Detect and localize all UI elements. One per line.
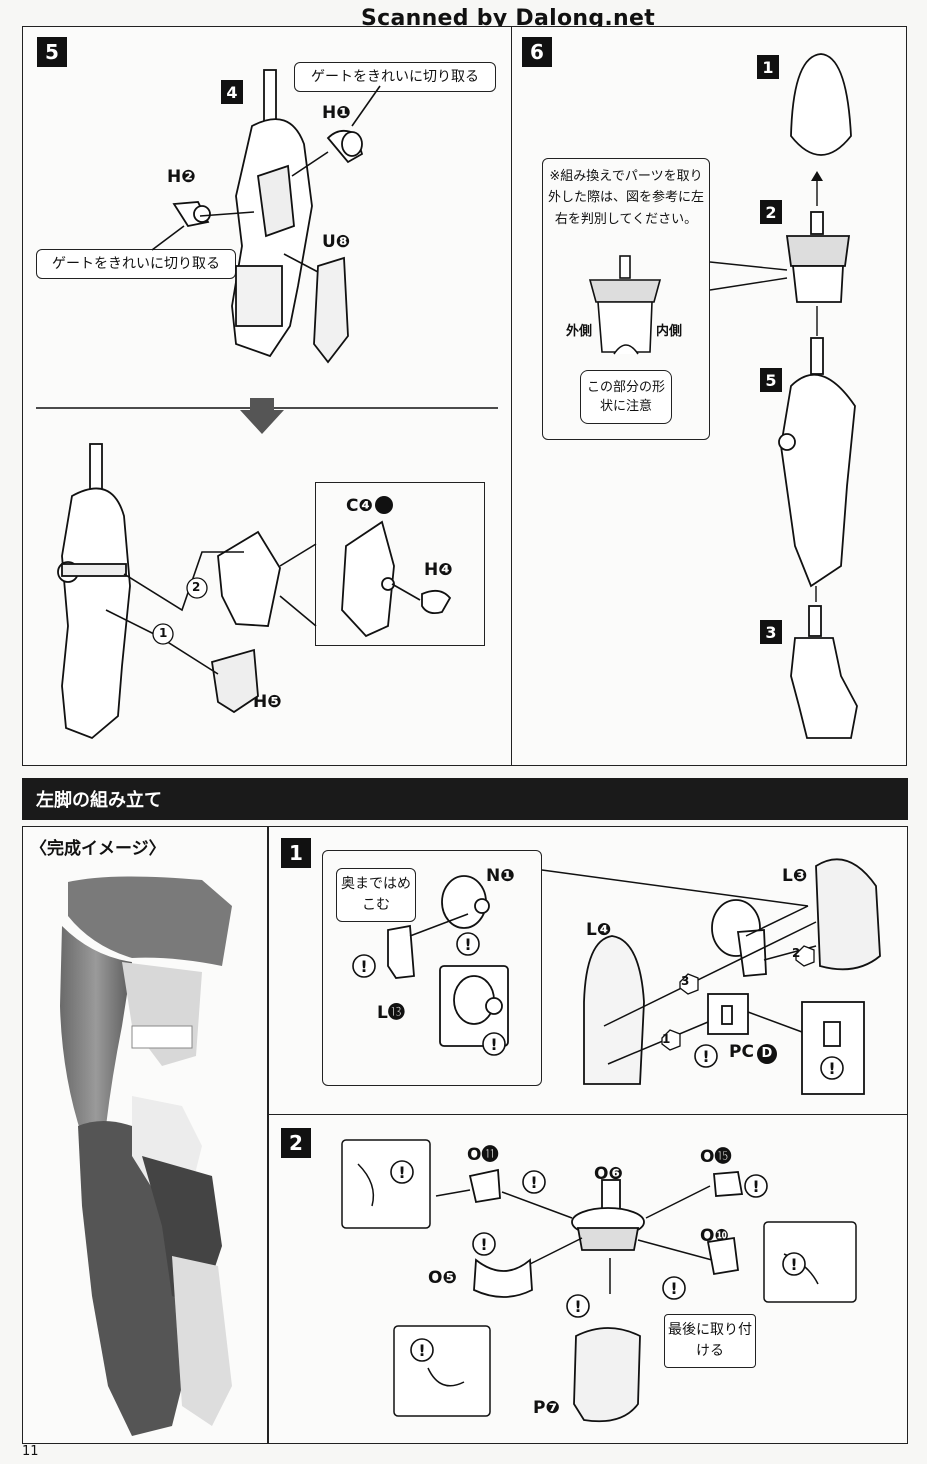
page-number: 11 (22, 1444, 39, 1459)
order-2-label: 2 (192, 580, 201, 594)
part-h1-label: H❶ (322, 103, 351, 123)
warning-icon: ! (702, 1047, 709, 1066)
part-n1-label: N❶ (486, 866, 515, 886)
shape-note: この部分の形状に注意 (580, 370, 672, 424)
inner-side-label: 内側 (656, 324, 683, 339)
warning-icon: ! (790, 1255, 797, 1274)
leg-stack-diagram (709, 53, 858, 739)
step6-note: ※組み換えでパーツを取り外した際は、図を参考に左右を判別してください。 (548, 169, 705, 227)
step6-sub-5: 5 (760, 368, 782, 392)
part-l4-label: L❹ (586, 920, 612, 940)
warning-icon: ! (464, 935, 471, 954)
step5-number: 5 (37, 37, 67, 67)
leg-armor-upper-diagram (36, 69, 498, 434)
step5-substep: 4 (221, 80, 243, 104)
warning-icon: ! (752, 1177, 759, 1196)
part-o11-label: O⓫ (467, 1145, 499, 1165)
section-header: 左脚の組み立て (22, 778, 908, 820)
completion-label: 〈完成イメージ〉 (30, 839, 166, 859)
completed-leg-photo (60, 876, 232, 1436)
warning-icon: ! (360, 957, 367, 976)
step6-sub-2: 2 (760, 200, 782, 224)
order-1-label: 1 (159, 626, 168, 640)
outer-side-label: 外側 (566, 324, 593, 339)
warning-icon: ! (828, 1059, 835, 1078)
step6-sub-1: 1 (757, 55, 779, 79)
last-attach-note: 最後に取り付ける (664, 1314, 756, 1368)
order-2-label: 2 (792, 946, 801, 960)
part-o15-label: O⓯ (700, 1147, 732, 1167)
warning-icon: ! (480, 1235, 487, 1254)
order-1-label: 1 (662, 1032, 671, 1046)
step1-diagram: ! ! ! ! ! (352, 858, 881, 1095)
part-p7-label: P❼ (533, 1398, 560, 1418)
step2-number: 2 (281, 1128, 311, 1158)
warning-icon: ! (530, 1173, 537, 1192)
part-h2-label: H❷ (167, 167, 196, 187)
step2-diagram: ! ! ! ! ! ! ! ! (341, 1139, 857, 1423)
pcd-marker: D (756, 1044, 777, 1064)
step1-number: 1 (281, 838, 311, 868)
warning-icon: ! (574, 1297, 581, 1316)
step6-number: 6 (522, 37, 552, 67)
leg-armor-lower-diagram (57, 443, 452, 740)
part-u8-label: U❽ (322, 232, 351, 252)
warning-icon: ! (670, 1279, 677, 1298)
part-h5-label: H❺ (253, 692, 282, 712)
part-l13-label: L⓭ (377, 1003, 405, 1023)
warning-icon: ! (398, 1163, 405, 1182)
gate-note-top: ゲートをきれいに切り取る (294, 62, 496, 92)
step6-sub-3: 3 (760, 620, 782, 644)
part-l3-label: L❸ (782, 866, 808, 886)
foot-joint-detail (588, 255, 662, 355)
push-note: 奥まではめこむ (336, 868, 416, 922)
part-o5-label: O❺ (428, 1268, 457, 1288)
step5-detail-box (315, 482, 485, 646)
part-o6-label: O❻ (594, 1164, 623, 1184)
warning-icon: ! (418, 1341, 425, 1360)
gate-note-left: ゲートをきれいに切り取る (36, 249, 236, 279)
order-3-label: 3 (681, 974, 690, 988)
warning-icon: ! (490, 1035, 497, 1054)
part-h4-label: H❹ (424, 560, 453, 580)
part-c4-label: C❹ (346, 496, 393, 516)
